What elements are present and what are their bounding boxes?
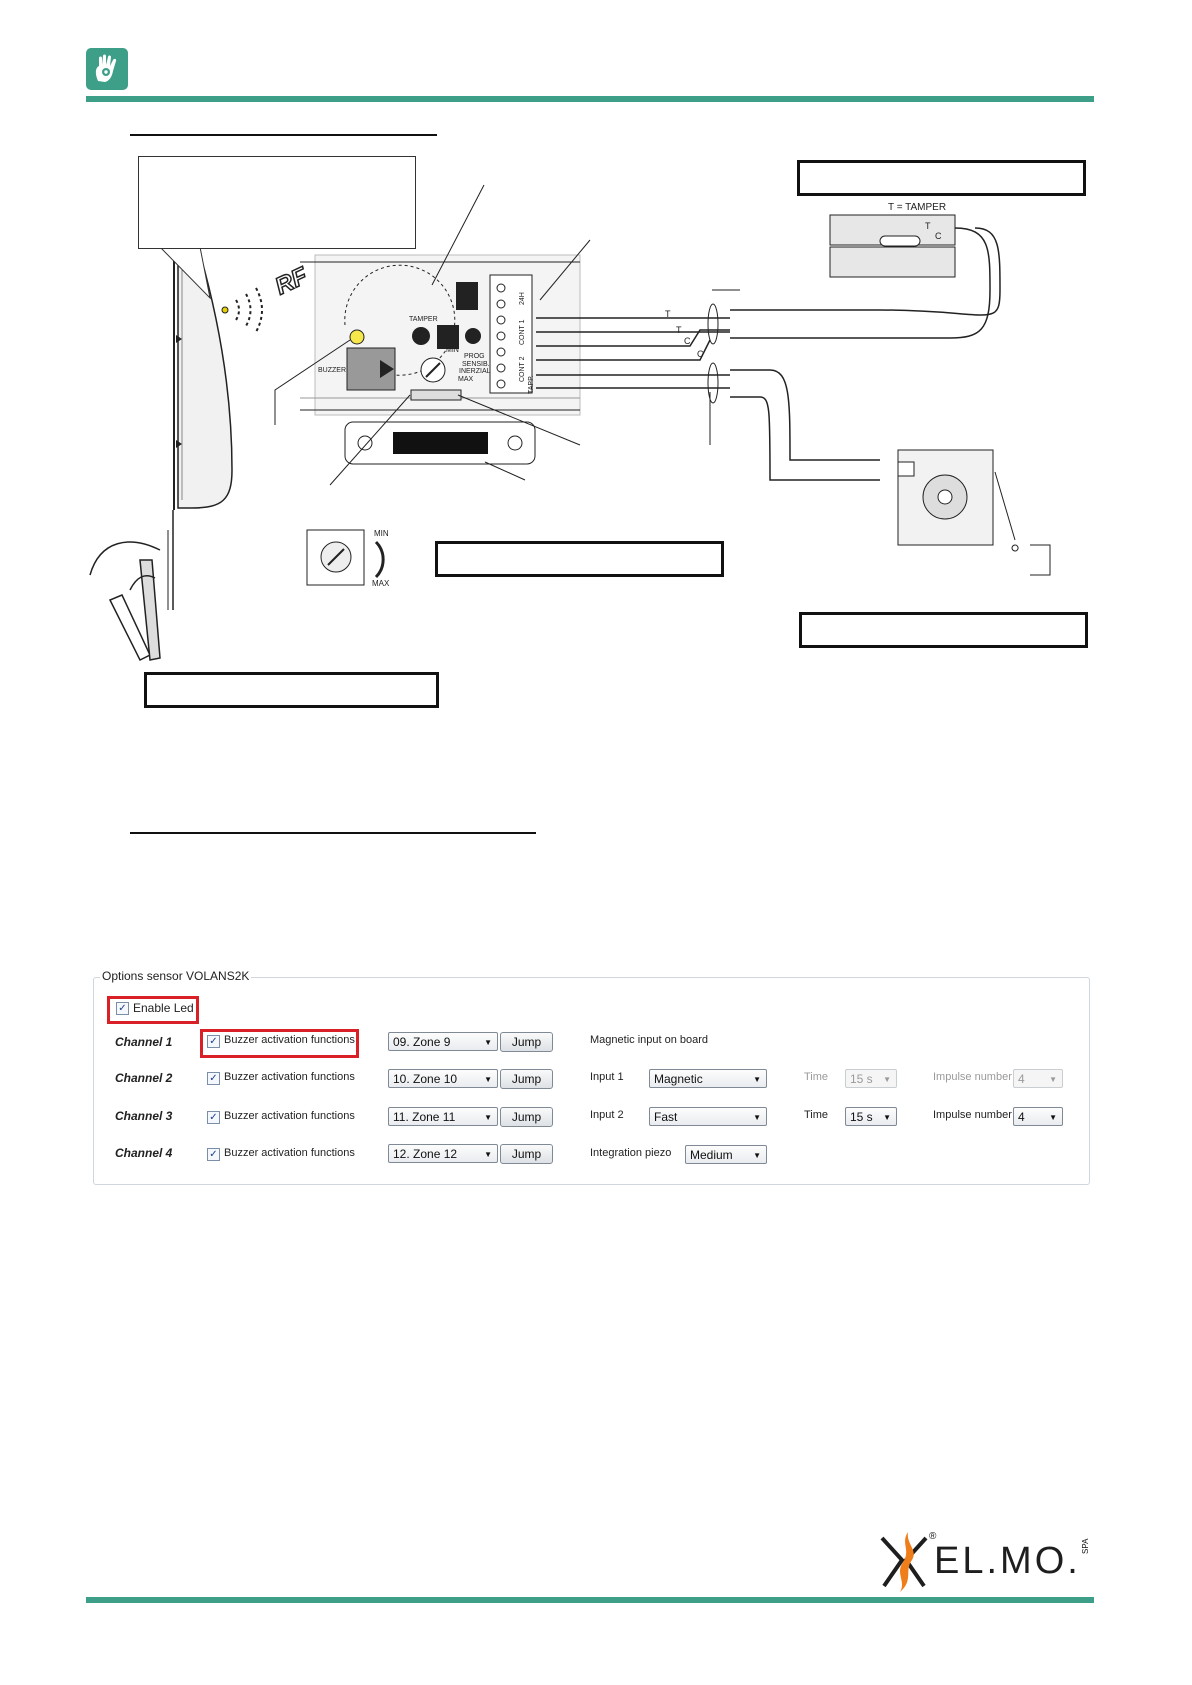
hand-logo-icon: [86, 48, 128, 90]
board-inerziale-label: INERZIALE: [459, 368, 496, 375]
sensor-callout-box: [138, 156, 416, 249]
channel-3-label: Channel 3: [115, 1109, 173, 1123]
channel-3-zone-select[interactable]: 11. Zone 11▼: [388, 1107, 498, 1126]
section-heading-underline-2: [130, 832, 536, 834]
section-heading-underline: [130, 134, 437, 136]
channel-1-jump-button[interactable]: Jump: [500, 1032, 553, 1052]
channel-4-zone-select[interactable]: 12. Zone 12▼: [388, 1144, 498, 1163]
chevron-down-icon: ▼: [753, 1113, 761, 1122]
board-buzzer-label: BUZZER: [318, 367, 346, 374]
brand-logo: EL.MO.: [934, 1540, 1081, 1582]
channel-1-buzzer-label: Buzzer activation functions: [224, 1034, 355, 1046]
channel-4-label: Channel 4: [115, 1146, 173, 1160]
terminal-cont2-label: CONT 2: [519, 356, 526, 382]
chevron-down-icon: ▼: [484, 1113, 492, 1122]
piezo-label: Integration piezo: [590, 1147, 672, 1159]
rf-label: RF: [271, 262, 313, 301]
options-panel: [93, 977, 1090, 1185]
magnetic-input-label: Magnetic input on board: [590, 1034, 709, 1046]
channel-1-buzzer-checkbox[interactable]: ✓: [207, 1035, 220, 1048]
chevron-down-icon: ▼: [484, 1038, 492, 1047]
header-rule: [86, 96, 1094, 102]
channel-2-buzzer-label: Buzzer activation functions: [224, 1071, 355, 1083]
time-select[interactable]: 15 s▼: [845, 1107, 897, 1126]
enable-led-label: Enable Led: [133, 1001, 194, 1015]
channel-2-label: Channel 2: [115, 1071, 173, 1085]
terminal-tapp-label: TAPP.: [528, 375, 535, 394]
shock-sensor-label-box: [144, 672, 439, 708]
channel-4-buzzer-label: Buzzer activation functions: [224, 1147, 355, 1159]
input-1-label: Input 1: [590, 1071, 624, 1083]
board-sensib-label: SENSIB.: [462, 361, 490, 368]
roller-contact-label-box: [799, 612, 1088, 648]
impulse-select[interactable]: 4▼: [1013, 1107, 1063, 1126]
channel-2-buzzer-checkbox[interactable]: ✓: [207, 1072, 220, 1085]
impulse-label: Impulse number: [933, 1109, 1012, 1121]
input-2-select[interactable]: Fast▼: [649, 1107, 767, 1126]
chevron-down-icon: ▼: [883, 1113, 891, 1122]
chevron-down-icon: ▼: [1049, 1113, 1057, 1122]
knob-max-label: MAX: [372, 579, 390, 588]
channel-3-jump-button[interactable]: Jump: [500, 1107, 553, 1127]
contact-t-label: T: [925, 221, 931, 231]
brand-reg-mark: ®: [929, 1531, 937, 1542]
wire-c2-label: C: [697, 349, 704, 359]
chevron-down-icon: ▼: [484, 1150, 492, 1159]
time-label-disabled: Time: [804, 1071, 829, 1083]
input-2-label: Input 2: [590, 1109, 624, 1121]
input-1-select[interactable]: Magnetic▼: [649, 1069, 767, 1088]
tamper-legend: T = TAMPER: [888, 202, 946, 213]
buzzer-highlight: [200, 1029, 359, 1058]
time-label: Time: [804, 1109, 829, 1121]
wiring-diagram: RF TAMPER PROG BUZZER MIN MAX SENSIB. IN…: [89, 184, 1051, 662]
channel-1-zone-select[interactable]: 09. Zone 9▼: [388, 1032, 498, 1051]
magnetic-contact-label-box: [797, 160, 1086, 196]
terminal-24h-label: 24H: [519, 292, 526, 305]
chevron-down-icon: ▼: [1049, 1075, 1057, 1084]
time-select-disabled: 15 s▼: [845, 1069, 897, 1088]
wire-t2-label: T: [676, 325, 682, 335]
elmo-logo-flame-icon: [880, 1532, 928, 1592]
piezo-select[interactable]: Medium▼: [685, 1145, 767, 1164]
chevron-down-icon: ▼: [883, 1075, 891, 1084]
chevron-down-icon: ▼: [484, 1075, 492, 1084]
wire-c1-label: C: [684, 336, 691, 346]
board-tamper-label: TAMPER: [409, 316, 438, 323]
board-prog-label: PROG: [464, 353, 485, 360]
chevron-down-icon: ▼: [753, 1075, 761, 1084]
channel-3-buzzer-checkbox[interactable]: ✓: [207, 1111, 220, 1124]
options-panel-title: Options sensor VOLANS2K: [100, 969, 252, 983]
brand-spa: SPA: [1081, 1538, 1090, 1554]
channel-1-label: Channel 1: [115, 1035, 173, 1049]
board-max-label: MAX: [458, 376, 474, 383]
channel-3-buzzer-label: Buzzer activation functions: [224, 1110, 355, 1122]
channel-4-jump-button[interactable]: Jump: [500, 1144, 553, 1164]
contact-c-label: C: [935, 231, 942, 241]
chevron-down-icon: ▼: [753, 1151, 761, 1160]
terminal-cont1-label: CONT 1: [519, 319, 526, 345]
enable-led-highlight: [107, 996, 199, 1024]
sensitivity-label-box: [435, 541, 724, 577]
knob-min-label: MIN: [374, 529, 389, 538]
footer-rule: [86, 1597, 1094, 1603]
channel-2-zone-select[interactable]: 10. Zone 10▼: [388, 1069, 498, 1088]
channel-4-buzzer-checkbox[interactable]: ✓: [207, 1148, 220, 1161]
wire-t1-label: T: [665, 309, 671, 319]
enable-led-checkbox[interactable]: ✓: [116, 1002, 129, 1015]
channel-2-jump-button[interactable]: Jump: [500, 1069, 553, 1089]
impulse-select-disabled: 4▼: [1013, 1069, 1063, 1088]
impulse-label-disabled: Impulse number: [933, 1071, 1012, 1083]
board-min-label: MIN: [446, 347, 459, 354]
